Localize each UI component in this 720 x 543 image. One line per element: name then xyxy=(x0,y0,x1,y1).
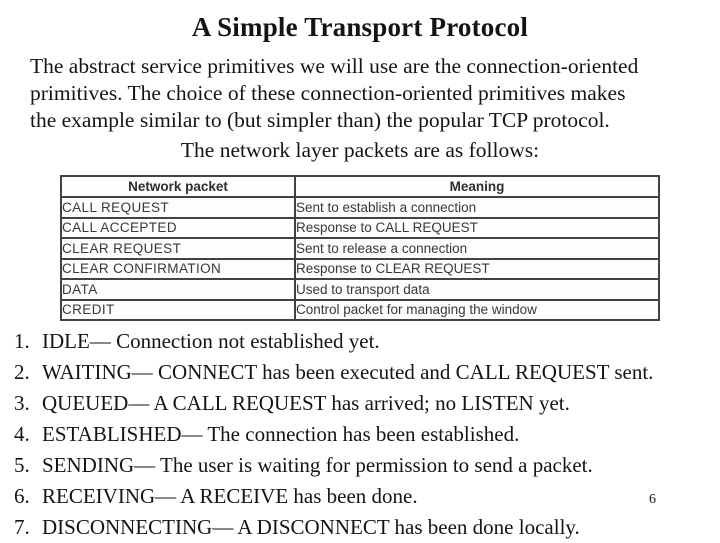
table-intro-line: The network layer packets are as follows… xyxy=(180,138,540,162)
intro-paragraph: The abstract service primitives we will … xyxy=(30,53,720,134)
packet-cell: CALL REQUEST xyxy=(60,196,296,219)
list-item: 2. WAITING— CONNECT has been executed and… xyxy=(14,357,714,388)
paragraph-line: primitives. The choice of these connecti… xyxy=(30,81,626,105)
table-row: CALL ACCEPTED Response to CALL REQUEST xyxy=(60,216,660,239)
packet-cell: DATA xyxy=(60,278,296,301)
table-row: CLEAR REQUEST Sent to release a connecti… xyxy=(60,237,660,260)
packet-cell: CREDIT xyxy=(60,298,296,321)
packet-cell: CLEAR CONFIRMATION xyxy=(60,257,296,280)
list-item-text: QUEUED— A CALL REQUEST has arrived; no L… xyxy=(42,391,570,415)
meaning-cell: Control packet for managing the window xyxy=(294,298,660,321)
state-list: 1.IDLE— Connection not established yet. … xyxy=(14,326,714,543)
list-item-text: IDLE— Connection not established yet. xyxy=(42,329,380,353)
list-item-number: 3. xyxy=(14,391,30,415)
list-item-number: 6. xyxy=(14,484,30,508)
packet-cell: CLEAR REQUEST xyxy=(60,237,296,260)
table-row: CREDIT Control packet for managing the w… xyxy=(60,298,660,321)
list-item-text: DISCONNECTING— A DISCONNECT has been don… xyxy=(42,515,580,539)
list-item: 5. SENDING— The user is waiting for permi… xyxy=(14,450,714,481)
list-item: 7. DISCONNECTING— A DISCONNECT has been d… xyxy=(14,512,714,543)
packet-cell: CALL ACCEPTED xyxy=(60,216,296,239)
list-item: 4. ESTABLISHED— The connection has been e… xyxy=(14,419,714,450)
list-item-number: 7. xyxy=(14,515,30,539)
meaning-cell: Sent to establish a connection xyxy=(294,196,660,219)
column-header-network-packet: Network packet xyxy=(60,175,296,198)
list-item-text: ESTABLISHED— The connection has been est… xyxy=(42,422,520,446)
meaning-cell: Response to CLEAR REQUEST xyxy=(294,257,660,280)
meaning-cell: Used to transport data xyxy=(294,278,660,301)
list-item-number: 2. xyxy=(14,360,30,384)
list-item-number: 4. xyxy=(14,422,30,446)
slide-title: A Simple Transport Protocol xyxy=(191,12,529,42)
page-number: 6 xyxy=(649,492,656,507)
list-item-number: 5. xyxy=(14,453,30,477)
table-row: CALL REQUEST Sent to establish a connect… xyxy=(60,196,660,219)
table-row: DATA Used to transport data xyxy=(60,278,660,301)
table-row: CLEAR CONFIRMATION Response to CLEAR REQ… xyxy=(60,257,660,280)
list-item: 6. RECEIVING— A RECEIVE has been done. xyxy=(14,481,714,512)
meaning-cell: Sent to release a connection xyxy=(294,237,660,260)
network-packet-table: Network packet Meaning CALL REQUEST Sent… xyxy=(60,175,660,321)
list-item-text: WAITING— CONNECT has been executed and C… xyxy=(42,360,654,384)
list-item: 3. QUEUED— A CALL REQUEST has arrived; no… xyxy=(14,388,714,419)
paragraph-line: the example similar to (but simpler than… xyxy=(30,108,610,132)
paragraph-line: The abstract service primitives we will … xyxy=(30,54,639,78)
column-header-meaning: Meaning xyxy=(294,175,660,198)
list-item-text: SENDING— The user is waiting for permiss… xyxy=(42,453,593,477)
list-item-text: RECEIVING— A RECEIVE has been done. xyxy=(42,484,418,508)
list-item-number: 1. xyxy=(14,329,30,353)
table-header-row: Network packet Meaning xyxy=(60,175,660,198)
meaning-cell: Response to CALL REQUEST xyxy=(294,216,660,239)
list-item: 1. IDLE— Connection not established yet. xyxy=(14,326,714,357)
